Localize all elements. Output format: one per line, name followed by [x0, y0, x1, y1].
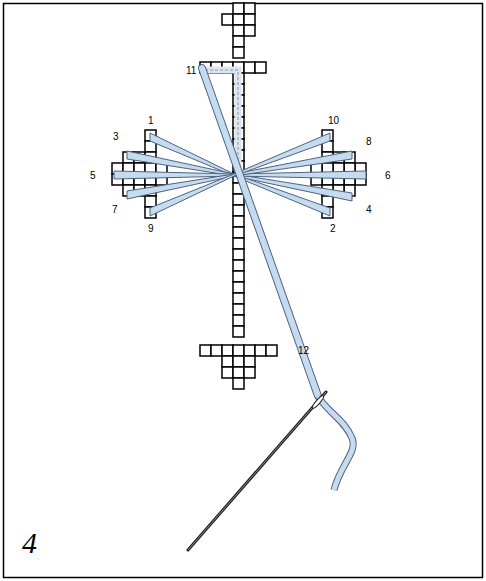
callout-number: 1: [148, 116, 154, 126]
callout-number: 4: [366, 205, 372, 215]
grid-cell: [222, 356, 233, 367]
callout-number: 9: [148, 224, 154, 234]
grid-cell: [233, 249, 244, 260]
grid-cell: [233, 304, 244, 315]
grid-cell: [233, 194, 244, 205]
grid-cell: [233, 47, 244, 58]
grid-cell: [233, 227, 244, 238]
grid-cell: [233, 14, 244, 25]
callout-number: 8: [366, 137, 372, 147]
grid-cell: [145, 196, 156, 207]
needle-shine: [188, 392, 326, 550]
grid-cell: [244, 345, 255, 356]
grid-cell: [255, 345, 266, 356]
grid-cell: [222, 345, 233, 356]
grid-cell: [233, 282, 244, 293]
callout-number: 3: [113, 132, 119, 142]
callout-number: 5: [90, 171, 96, 181]
grid-cell: [244, 3, 255, 14]
grid-cell: [233, 271, 244, 282]
grid-cell: [266, 345, 277, 356]
callout-number: 7: [112, 205, 118, 215]
grid-cell: [233, 36, 244, 47]
grid-cell: [244, 62, 255, 73]
grid-cell: [233, 367, 244, 378]
grid-cell: [233, 293, 244, 304]
grid-cell: [233, 315, 244, 326]
grid-cell: [233, 378, 244, 389]
grid-cell: [244, 14, 255, 25]
grid-cell: [211, 345, 222, 356]
callout-number: 12: [298, 346, 309, 356]
ribbon-outline: [202, 68, 318, 396]
grid-cell: [233, 3, 244, 14]
grid-cell: [222, 367, 233, 378]
grid-cell: [255, 62, 266, 73]
ribbon-tail-outline: [318, 396, 353, 490]
callout-number: 10: [328, 116, 339, 126]
grid-cell: [233, 260, 244, 271]
grid-cell: [233, 216, 244, 227]
grid-cell: [233, 205, 244, 216]
grid-cell: [233, 345, 244, 356]
frame: [4, 4, 483, 578]
step-number: 4: [22, 528, 37, 558]
grid-cell: [233, 238, 244, 249]
ribbon: [202, 68, 318, 396]
needle: [188, 392, 326, 550]
canvas-grid: [112, 3, 366, 389]
grid-cell: [233, 356, 244, 367]
callout-number: 11: [186, 66, 196, 76]
grid-cell: [244, 25, 255, 36]
ribbon-tail: [318, 396, 353, 490]
callout-number: 6: [385, 171, 391, 181]
grid-cell: [233, 25, 244, 36]
grid-cell: [244, 356, 255, 367]
grid-cell: [244, 367, 255, 378]
grid-cell: [200, 345, 211, 356]
grid-cell: [222, 14, 233, 25]
callout-number: 2: [330, 224, 336, 234]
grid-cell: [233, 326, 244, 337]
needle-eye: [311, 395, 325, 410]
